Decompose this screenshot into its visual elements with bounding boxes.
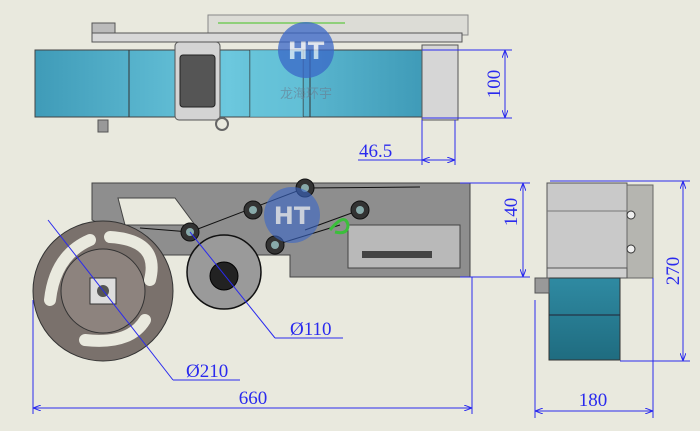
dim-offset-46-5: 46.5 [359, 141, 392, 162]
svg-text:HT: HT [274, 202, 311, 230]
dim-total-height-270: 270 [663, 257, 684, 286]
dim-small-reel-diameter: Ø110 [290, 319, 332, 340]
watermark-text: 龙海环宇 [280, 87, 332, 102]
dim-length-660: 660 [239, 388, 268, 409]
svg-text:HT: HT [288, 37, 325, 65]
top-view: 100 46.5 [34, 14, 512, 165]
watermark-logo: HT 龙海环宇 HT [264, 22, 334, 243]
end-view: 140 270 180 [460, 180, 690, 418]
side-view: Ø210 Ø110 660 [32, 178, 473, 414]
dim-height-100: 100 [484, 70, 505, 99]
dim-reel-diameter: Ø210 [186, 361, 228, 382]
dim-box-height-140: 140 [501, 198, 522, 227]
dim-width-180: 180 [579, 390, 608, 411]
